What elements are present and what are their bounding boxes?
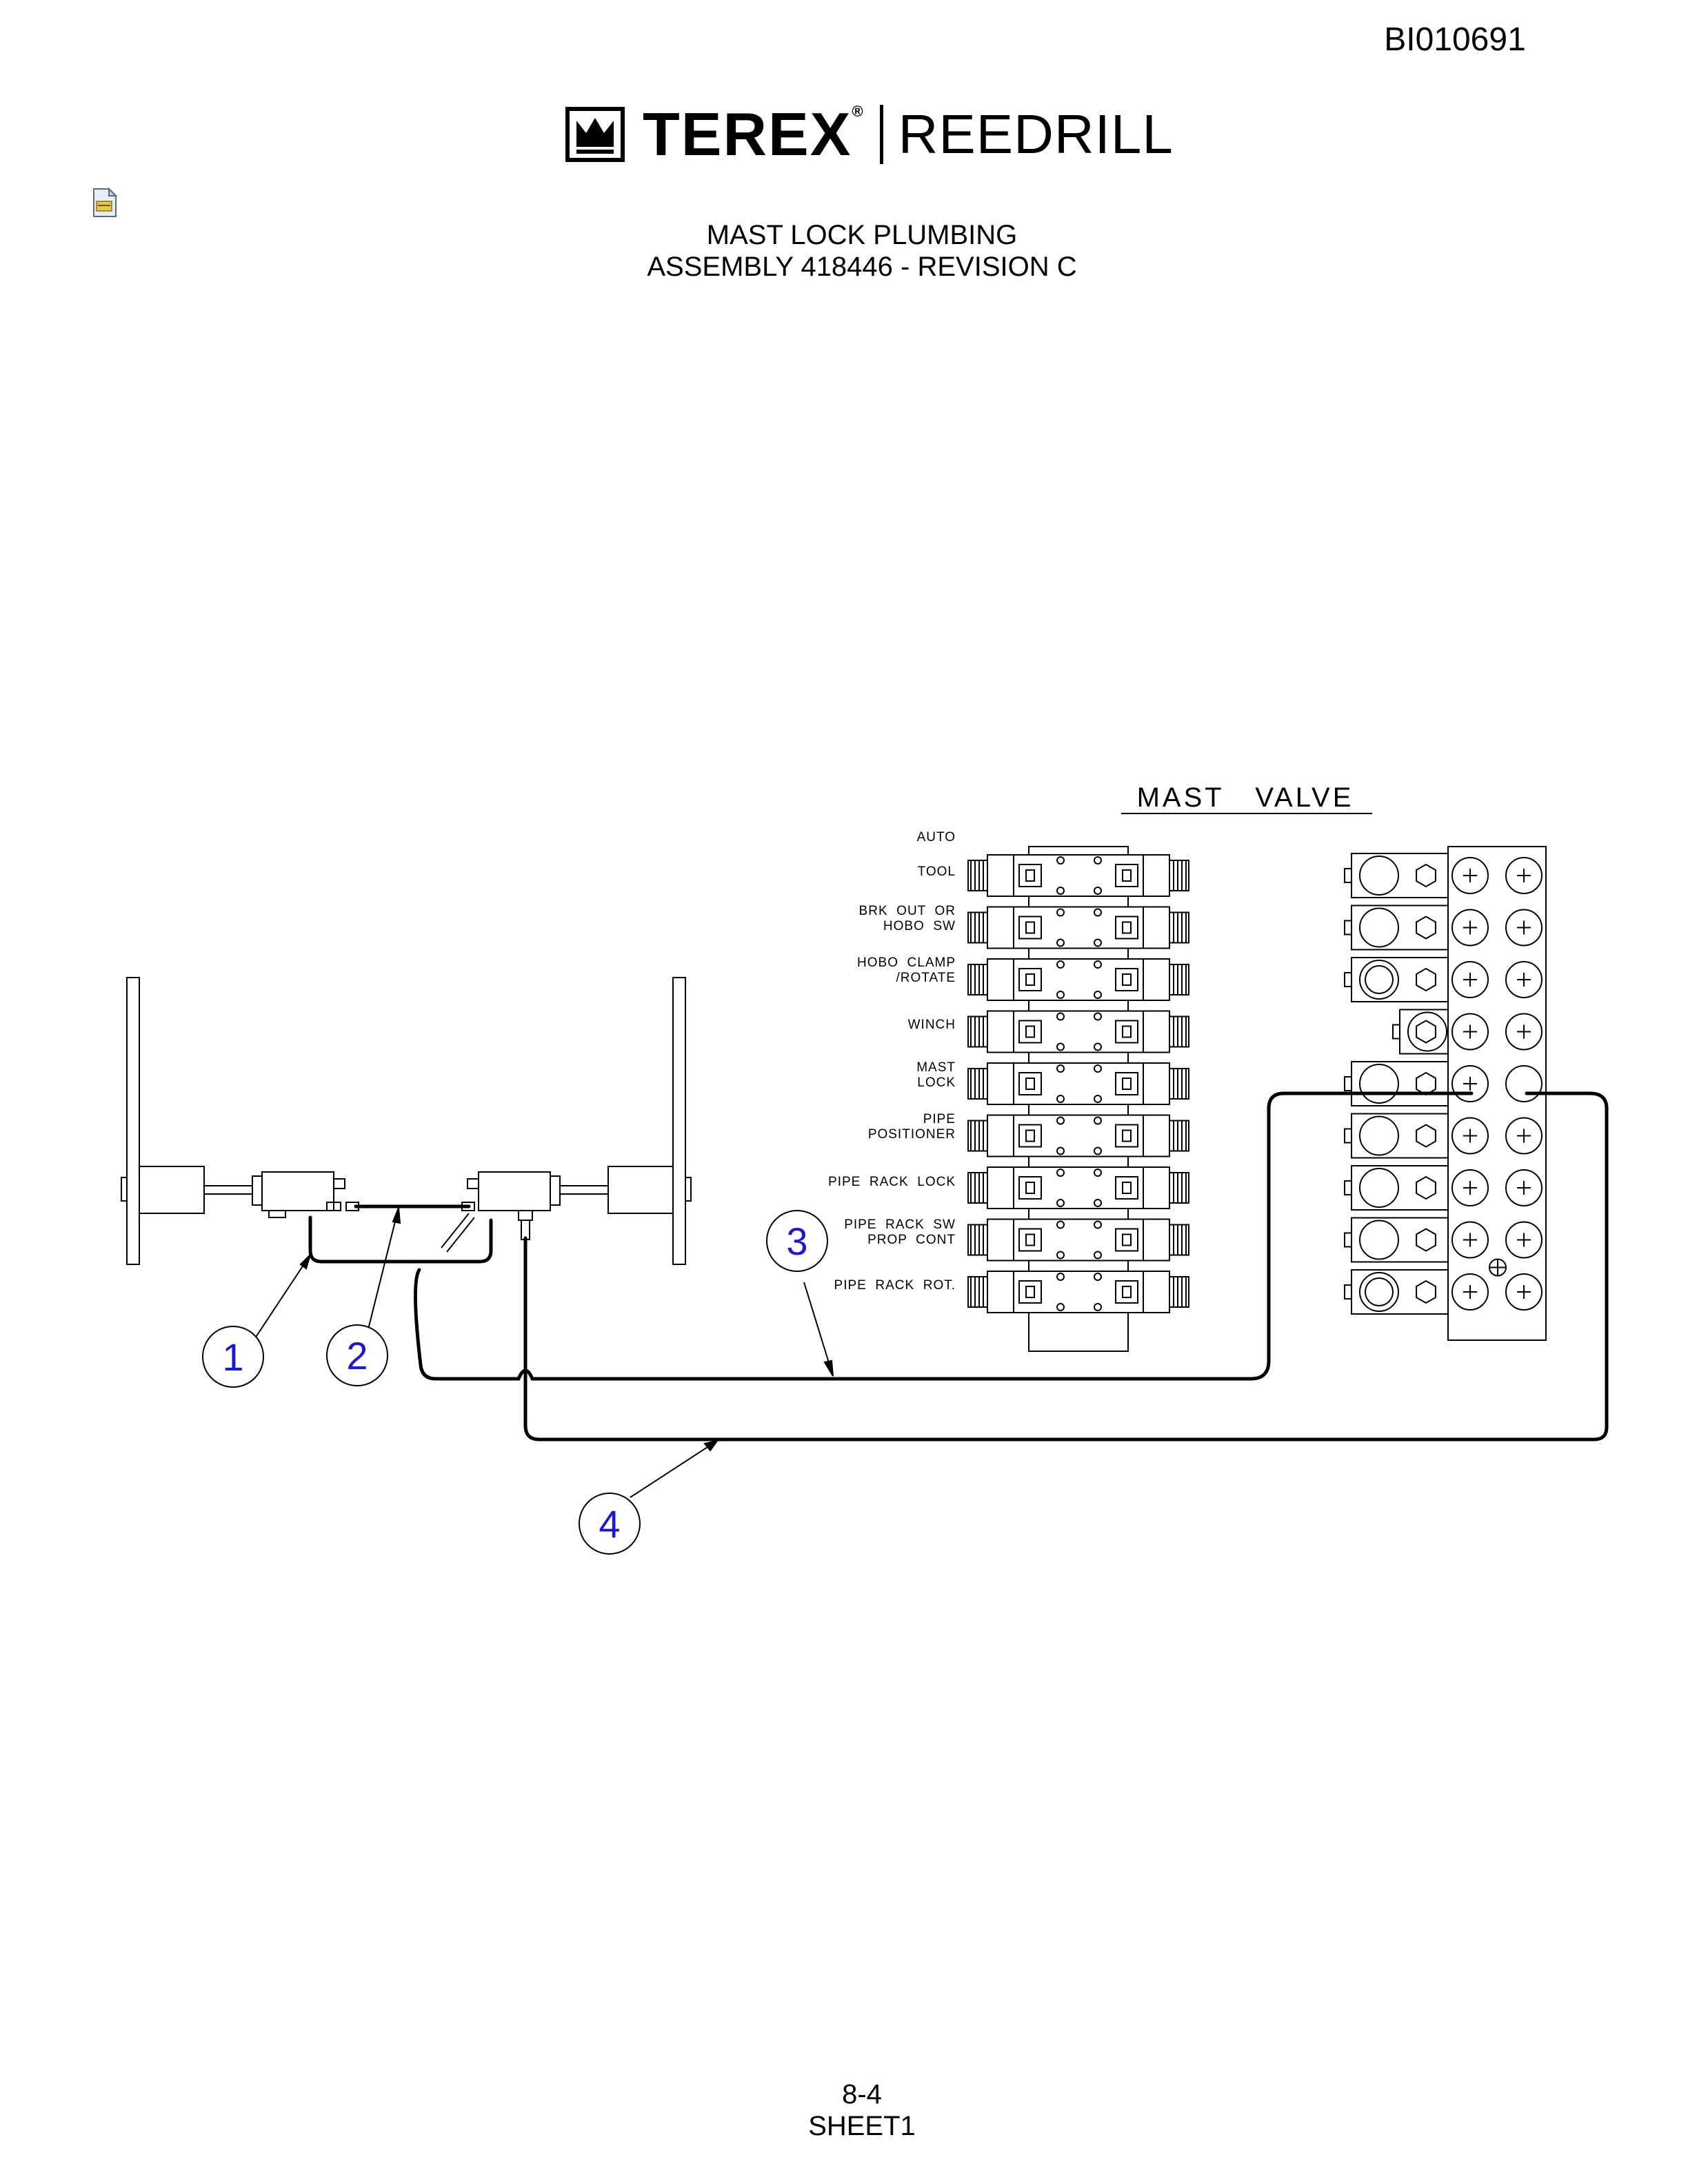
right-cylinder-barrel	[607, 1166, 674, 1214]
balloon-2: 2	[326, 1324, 388, 1386]
manifold-port-row	[1392, 1009, 1543, 1055]
right-lock-body	[478, 1171, 551, 1211]
valve-section	[967, 1218, 1189, 1262]
mast-valve-title: MAST VALVE	[1137, 782, 1354, 813]
manifold-port-row	[1344, 853, 1543, 898]
manifold-port-row	[1344, 957, 1543, 1002]
valve-section	[967, 958, 1189, 1001]
valve-section	[967, 1166, 1189, 1209]
page-number: 8-4	[842, 2079, 882, 2110]
valve-label: WINCH	[908, 1018, 956, 1032]
valve-section	[967, 1010, 1189, 1053]
valve-label: POSITIONER	[868, 1127, 956, 1142]
manifold-port-row	[1344, 1165, 1543, 1211]
valve-label: BRK OUT OR	[859, 904, 956, 918]
valve-section	[967, 1114, 1189, 1157]
valve-label: PIPE RACK ROT.	[834, 1278, 956, 1293]
leader-lines	[250, 1207, 834, 1498]
page-footer: 8-4 SHEET1	[0, 2079, 1688, 2142]
valve-label: /ROTATE	[896, 971, 956, 985]
sheet-label: SHEET1	[808, 2111, 916, 2141]
left-mast-plate	[126, 977, 140, 1265]
sub-brand-name: REEDRILL	[898, 103, 1174, 165]
manifold-rows	[1344, 853, 1543, 1315]
document-file-icon[interactable]	[92, 187, 118, 218]
svg-text:1: 1	[222, 1335, 243, 1379]
callout-balloons: 1 2 3 4	[202, 1210, 828, 1555]
balloon-3: 3	[766, 1210, 828, 1272]
svg-text:4: 4	[599, 1502, 620, 1546]
valve-label: MAST	[916, 1060, 956, 1075]
manifold-port-row	[1344, 1269, 1543, 1315]
valve-label: PIPE RACK LOCK	[828, 1175, 956, 1189]
brand-name: TEREX®	[643, 100, 865, 168]
balloon-4: 4	[579, 1493, 641, 1555]
terex-reedrill-logo: TEREX® REEDRILL	[565, 103, 1174, 165]
svg-text:2: 2	[346, 1334, 368, 1377]
valve-label: PIPE	[923, 1112, 956, 1126]
valve-rows	[967, 854, 1189, 1313]
valve-section	[967, 1062, 1189, 1105]
balloon-1: 1	[202, 1326, 264, 1388]
manifold-port-row	[1344, 1061, 1543, 1106]
valve-label: AUTO	[917, 830, 956, 845]
manifold-port-row	[1344, 1217, 1543, 1277]
valve-label: HOBO SW	[883, 919, 956, 933]
valve-label: TOOL	[918, 865, 956, 879]
valve-section	[967, 854, 1189, 897]
valve-label: PROP CONT	[867, 1233, 956, 1247]
valve-label: LOCK	[917, 1075, 956, 1090]
left-lock-body	[261, 1171, 334, 1211]
manifold-port-row	[1344, 904, 1543, 951]
mast-lock-cylinders	[121, 977, 692, 1265]
title-line-2: ASSEMBLY 418446 - REVISION C	[647, 252, 1077, 282]
logo-divider	[879, 105, 883, 164]
drawing-title: MAST LOCK PLUMBING ASSEMBLY 418446 - REV…	[0, 219, 1688, 283]
valve-section	[967, 906, 1189, 949]
manifold-port-row	[1344, 1113, 1543, 1159]
valve-label: PIPE RACK SW	[844, 1217, 956, 1232]
left-cylinder-barrel	[139, 1166, 205, 1214]
svg-text:3: 3	[786, 1220, 807, 1263]
title-line-1: MAST LOCK PLUMBING	[706, 220, 1018, 250]
crown-logo-icon	[565, 107, 625, 162]
valve-label: HOBO CLAMP	[857, 956, 956, 970]
document-id: BI010691	[1384, 21, 1526, 58]
right-mast-plate	[672, 977, 686, 1265]
valve-section	[967, 1271, 1189, 1313]
